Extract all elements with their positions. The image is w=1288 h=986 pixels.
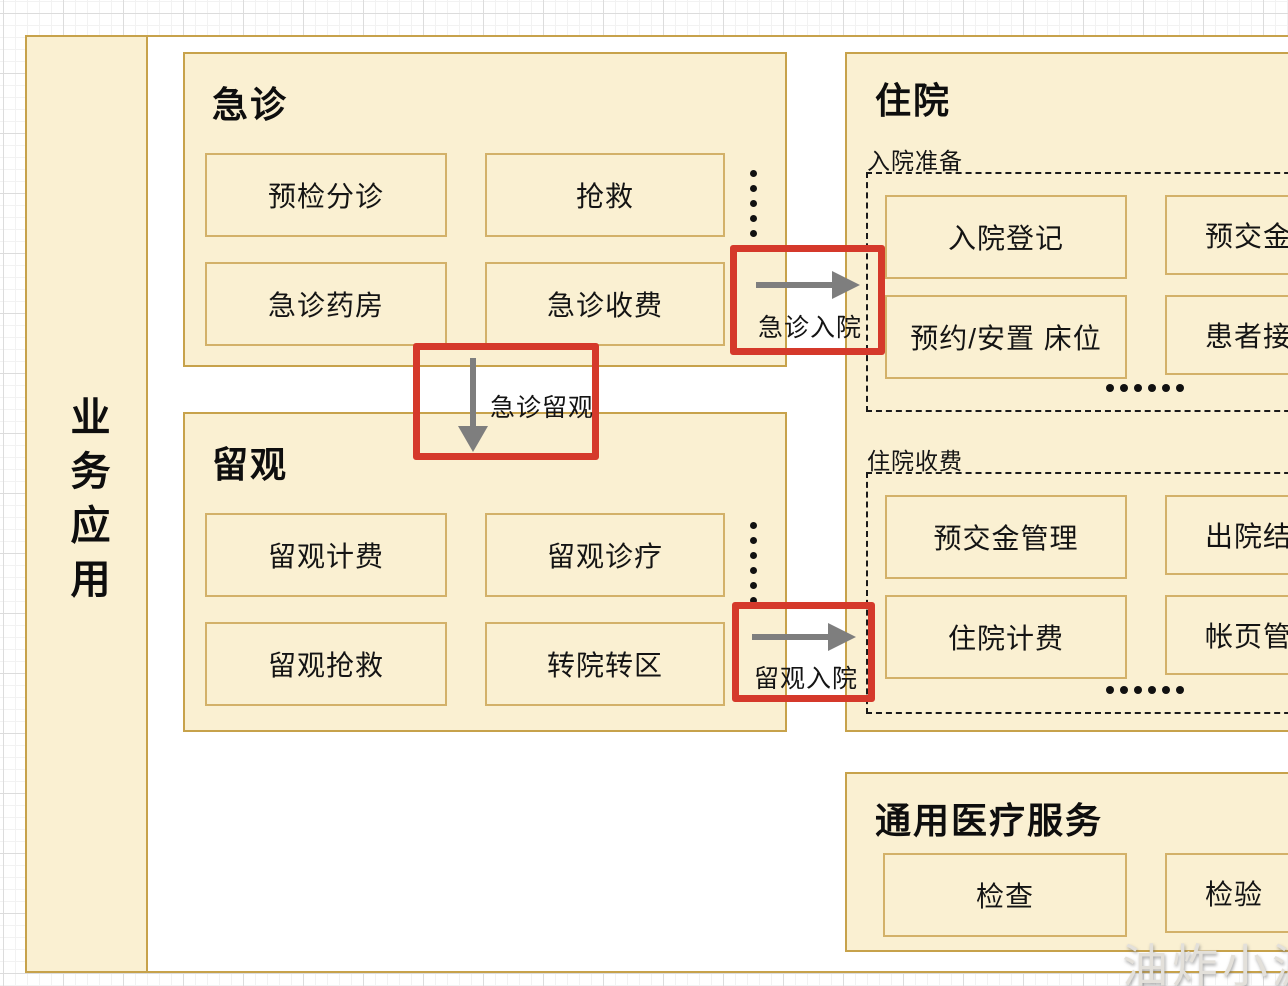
- general-item-examination: 检查: [883, 853, 1127, 937]
- emergency-item-billing: 急诊收费: [485, 262, 725, 346]
- observation-item-treatment: 留观诊疗: [485, 513, 725, 597]
- flow-label: 急诊入院: [758, 314, 863, 342]
- observation-item-billing: 留观计费: [205, 513, 447, 597]
- flow-observation-to-inpatient: 留观入院: [732, 602, 875, 702]
- general-item-lab-test: 检验: [1165, 853, 1288, 933]
- observation-item-transfer: 转院转区: [485, 622, 725, 706]
- admission-prep-label: 入院准备: [867, 148, 963, 174]
- emergency-item-pharmacy: 急诊药房: [205, 262, 447, 346]
- admission-prep-more-dots-icon: [1106, 384, 1184, 392]
- inpatient-billing-more-dots-icon: [1106, 686, 1184, 694]
- emergency-item-rescue: 抢救: [485, 153, 725, 237]
- sidebar-label: 业务应用: [64, 396, 109, 612]
- flow-label: 留观入院: [754, 665, 859, 693]
- emergency-item-triage: 预检分诊: [205, 153, 447, 237]
- right-arrow-icon: [752, 623, 856, 651]
- inpatient-item-admission-register: 入院登记: [885, 195, 1127, 279]
- down-arrow-icon: [458, 358, 488, 452]
- right-arrow-icon: [756, 271, 860, 299]
- flow-emergency-to-observation: 急诊留观: [413, 343, 599, 460]
- flow-emergency-to-inpatient: 急诊入院: [730, 245, 885, 355]
- inpatient-item-account-page: 帐页管: [1165, 595, 1288, 675]
- inpatient-item-inpatient-billing: 住院计费: [885, 595, 1127, 679]
- inpatient-panel: 住院 入院准备 入院登记 预交金 预约/安置 床位 患者接 住院收费 预交金管理…: [845, 52, 1288, 732]
- emergency-title: 急诊: [212, 84, 289, 125]
- observation-panel: 留观 留观计费 留观诊疗 留观抢救 转院转区: [183, 412, 787, 732]
- inpatient-billing-group: 预交金管理 出院结 住院计费 帐页管: [866, 472, 1288, 714]
- business-application-sidebar: 业务应用: [25, 35, 148, 973]
- emergency-panel: 急诊 预检分诊 抢救 急诊药房 急诊收费: [183, 52, 787, 367]
- watermark: 油炸小波: [1122, 939, 1288, 986]
- inpatient-item-prepay-mgmt: 预交金管理: [885, 495, 1127, 579]
- flow-label: 急诊留观: [490, 394, 595, 422]
- general-services-panel: 通用医疗服务 检查 检验: [845, 772, 1288, 952]
- inpatient-billing-label: 住院收费: [867, 448, 963, 474]
- inpatient-title: 住院: [875, 80, 952, 121]
- emergency-more-dots-icon: [750, 170, 757, 252]
- observation-more-dots-icon: [750, 522, 757, 604]
- admission-prep-group: 入院登记 预交金 预约/安置 床位 患者接: [866, 172, 1288, 412]
- general-services-title: 通用医疗服务: [875, 800, 1104, 841]
- observation-item-rescue: 留观抢救: [205, 622, 447, 706]
- inpatient-item-patient-receive: 患者接: [1165, 295, 1288, 375]
- inpatient-item-bed-placement: 预约/安置 床位: [885, 295, 1127, 379]
- observation-title: 留观: [212, 444, 289, 485]
- inpatient-item-prepayment: 预交金: [1165, 195, 1288, 275]
- inpatient-item-discharge-settle: 出院结: [1165, 495, 1288, 575]
